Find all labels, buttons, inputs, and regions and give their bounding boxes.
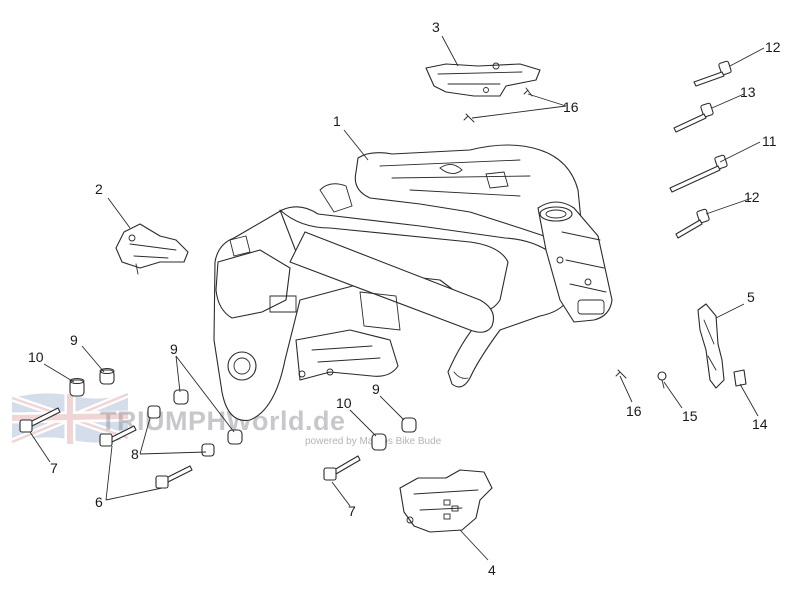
part-bolt-13	[673, 102, 714, 133]
callout-13: 13	[740, 84, 756, 100]
part-side-plate	[697, 303, 725, 389]
part-bolt-6-lower	[155, 465, 193, 489]
part-spacer-9-left	[99, 368, 115, 385]
watermark-text: TRIUMPHWorld.de	[100, 406, 346, 436]
part-bolt-6-upper	[99, 425, 137, 447]
part-bolt-12-top	[693, 60, 732, 87]
part-spacer-10-left	[69, 378, 85, 397]
callout-10-right: 10	[336, 395, 352, 411]
part-spacer-9-right	[401, 417, 417, 433]
callout-1: 1	[333, 113, 341, 129]
part-bolt-11	[669, 154, 728, 193]
part-bolt-7-right	[323, 455, 361, 481]
part-pin-upper-a	[463, 113, 475, 123]
callout-12-bottom: 12	[744, 189, 760, 205]
part-spacer-8-b	[201, 443, 215, 457]
part-screw	[657, 371, 667, 389]
callout-4: 4	[488, 562, 496, 578]
part-clip	[733, 369, 747, 387]
callout-16-lower: 16	[626, 403, 642, 419]
part-spacer-10-right	[371, 433, 387, 451]
part-spacer-9-mid	[173, 389, 243, 445]
callout-3: 3	[432, 19, 440, 35]
callout-14: 14	[752, 416, 768, 432]
part-lower-bracket	[399, 469, 493, 533]
callout-11: 11	[762, 133, 777, 149]
callout-9-right: 9	[372, 381, 380, 397]
part-spacer-8-a	[147, 405, 161, 419]
callout-7-left: 7	[50, 460, 58, 476]
callout-labels: 1 2 3 4 5 6 7 7 8 9 9 9 10 10 11 12 12 1…	[28, 19, 781, 578]
part-bolt-12-bottom	[675, 208, 710, 239]
callout-2: 2	[95, 181, 103, 197]
part-bolt-7-left	[19, 407, 61, 433]
union-flag-icon	[10, 390, 130, 446]
callout-9-left: 9	[70, 332, 78, 348]
part-bracket-left	[115, 223, 189, 275]
callout-9-mid: 9	[170, 341, 178, 357]
callout-7-right: 7	[348, 503, 356, 519]
part-main-frame	[213, 144, 613, 421]
callout-12-top: 12	[765, 39, 781, 55]
part-top-bracket	[425, 62, 541, 97]
callout-6: 6	[95, 494, 103, 510]
callout-10-left: 10	[28, 349, 44, 365]
leader-lines	[29, 35, 765, 561]
callout-8: 8	[131, 446, 139, 462]
callout-5: 5	[747, 289, 755, 305]
part-pin-lower	[615, 369, 627, 379]
callout-15: 15	[682, 408, 698, 424]
callout-16-upper: 16	[563, 99, 579, 115]
